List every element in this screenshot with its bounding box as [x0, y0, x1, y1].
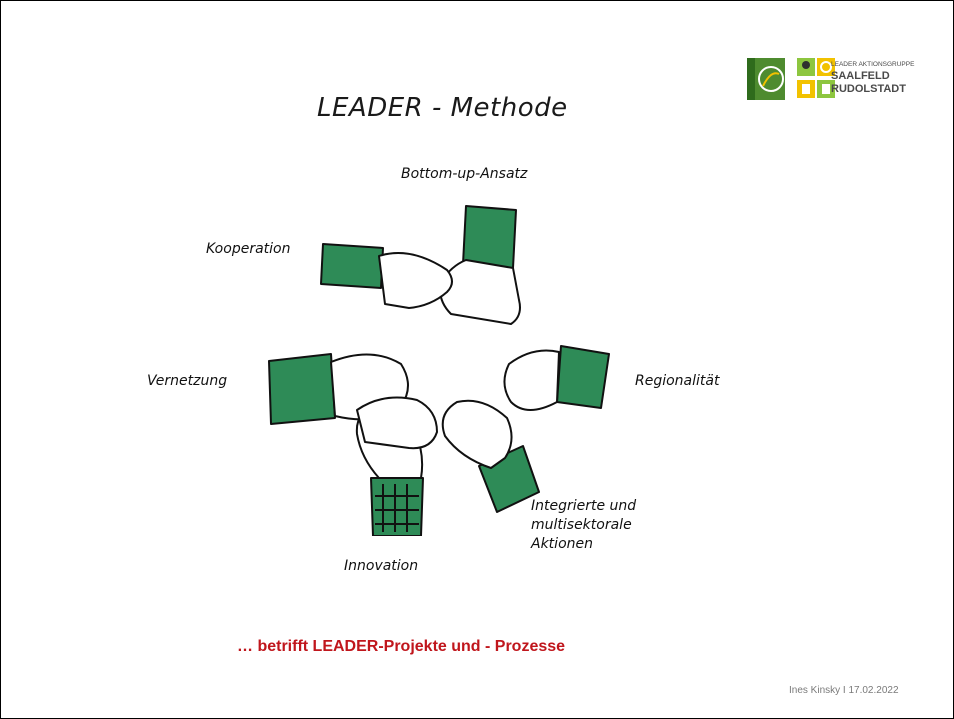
label-innovation: Innovation [344, 558, 419, 574]
label-integrierte-line-3: Aktionen [531, 536, 593, 552]
sleeve-vernetzung [268, 353, 336, 425]
slide-title: LEADER - Methode [317, 93, 568, 123]
sleeve-bottom-up [462, 205, 517, 269]
sleeve-kooperation [320, 243, 384, 289]
innovation-sleeve-pattern [375, 484, 419, 532]
label-kooperation: Kooperation [206, 241, 291, 257]
sleeve-innovation [370, 477, 424, 536]
hand-top [439, 259, 521, 325]
label-integrierte-line-1: Integrierte und [531, 498, 637, 514]
hand-top-left [378, 252, 453, 309]
logo-line-3: RUDOLSTADT [831, 83, 906, 95]
hand-bottom-left [356, 396, 438, 450]
label-integrierte-line-2: multisektorale [531, 517, 632, 533]
hand-bottom-right [441, 399, 513, 469]
leader-logo: LEADER AKTIONSGRUPPE SAALFELD RUDOLSTADT [747, 56, 927, 102]
logo-line-1: LEADER AKTIONSGRUPPE [831, 61, 915, 68]
hand-right [503, 349, 560, 411]
sleeve-regionalitaet [556, 345, 610, 409]
logo-line-2: SAALFELD [831, 70, 890, 82]
footer-author-date: Ines Kinsky I 17.02.2022 [789, 685, 899, 696]
label-bottom-up: Bottom-up-Ansatz [401, 166, 528, 182]
slide-subtitle: … betrifft LEADER-Projekte und - Prozess… [237, 638, 566, 655]
label-vernetzung: Vernetzung [147, 373, 228, 389]
hands-circle-illustration [268, 205, 610, 536]
logo-graphic [747, 58, 835, 100]
label-regionalitaet: Regionalität [635, 373, 720, 389]
